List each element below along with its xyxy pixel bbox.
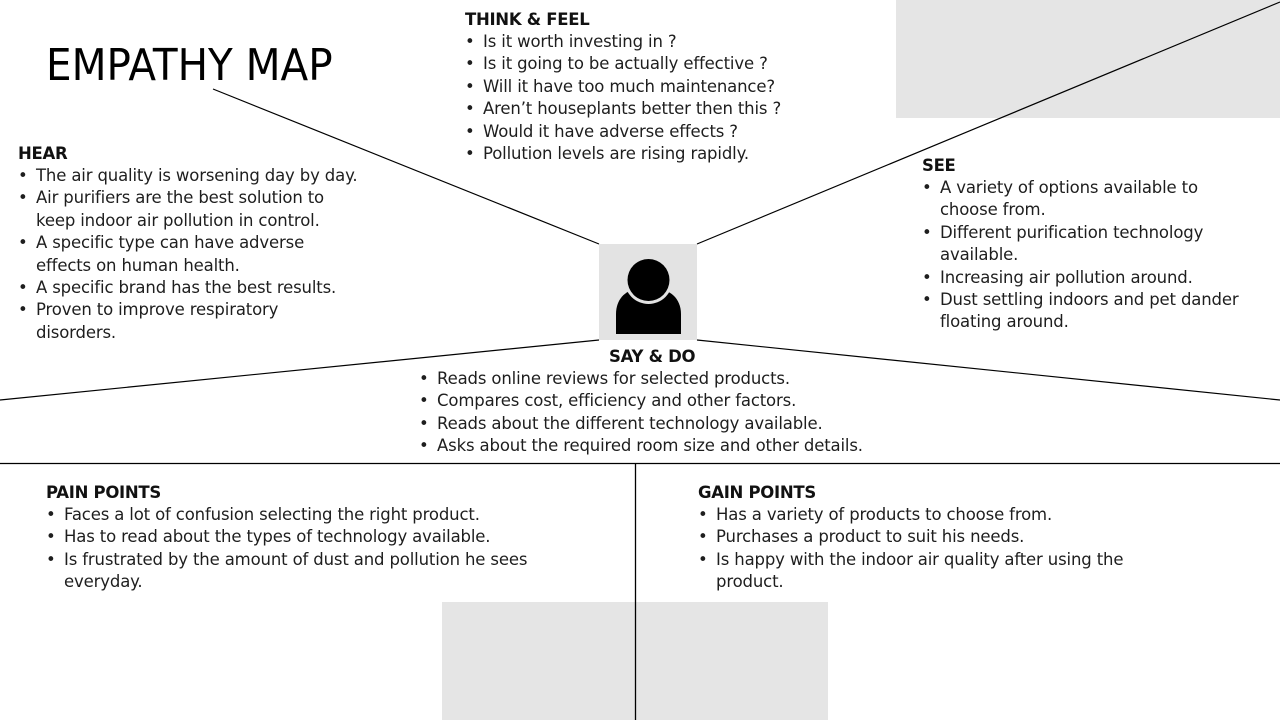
list-item: Asks about the required room size and ot… <box>419 435 889 458</box>
list-item: Is it worth investing in ? <box>465 31 825 54</box>
section-pain-points: PAIN POINTS Faces a lot of confusion sel… <box>46 482 586 594</box>
list-item: Is frustrated by the amount of dust and … <box>46 549 564 594</box>
list-item: Increasing air pollution around. <box>922 267 1262 290</box>
section-think-feel: THINK & FEEL Is it worth investing in ? … <box>465 9 825 166</box>
placeholder-block-top-right <box>896 0 1280 118</box>
section-say-do: SAY & DO Reads online reviews for select… <box>419 346 889 458</box>
list-item: Air purifiers are the best solution to k… <box>18 187 346 232</box>
list-item: Will it have too much maintenance? <box>465 76 825 99</box>
list-item: Reads about the different technology ava… <box>419 413 889 436</box>
list-item: Reads online reviews for selected produc… <box>419 368 889 391</box>
section-heading: SEE <box>922 156 956 175</box>
list-item: Pollution levels are rising rapidly. <box>465 143 825 166</box>
list-item: A variety of options available to choose… <box>922 177 1230 222</box>
list-item: A specific brand has the best results. <box>18 277 378 300</box>
list-item: Dust settling indoors and pet dander flo… <box>922 289 1265 334</box>
list-item: Faces a lot of confusion selecting the r… <box>46 504 586 527</box>
section-see: SEE A variety of options available to ch… <box>922 155 1262 334</box>
list-item: A specific type can have adverse effects… <box>18 232 326 277</box>
page-title: EMPATHY MAP <box>46 40 333 91</box>
placeholder-block-bottom <box>442 602 828 720</box>
list-item: Compares cost, efficiency and other fact… <box>419 390 889 413</box>
section-heading: THINK & FEEL <box>465 10 590 29</box>
section-heading: PAIN POINTS <box>46 483 161 502</box>
section-heading: GAIN POINTS <box>698 483 816 502</box>
section-heading: HEAR <box>18 144 68 163</box>
list-item: Has to read about the types of technolog… <box>46 526 586 549</box>
list-item: Is happy with the indoor air quality aft… <box>698 549 1156 594</box>
list-item: Would it have adverse effects ? <box>465 121 825 144</box>
section-gain-points: GAIN POINTS Has a variety of products to… <box>698 482 1158 594</box>
list-item: Different purification technology availa… <box>922 222 1230 267</box>
list-item: Proven to improve respiratory disorders. <box>18 299 316 344</box>
section-hear: HEAR The air quality is worsening day by… <box>18 143 378 344</box>
list-item: Aren’t houseplants better then this ? <box>465 98 825 121</box>
list-item: Purchases a product to suit his needs. <box>698 526 1158 549</box>
list-item: The air quality is worsening day by day. <box>18 165 378 188</box>
user-avatar <box>599 244 697 340</box>
section-heading: SAY & DO <box>609 347 696 366</box>
list-item: Is it going to be actually effective ? <box>465 53 825 76</box>
user-silhouette-icon <box>616 256 681 334</box>
list-item: Has a variety of products to choose from… <box>698 504 1158 527</box>
